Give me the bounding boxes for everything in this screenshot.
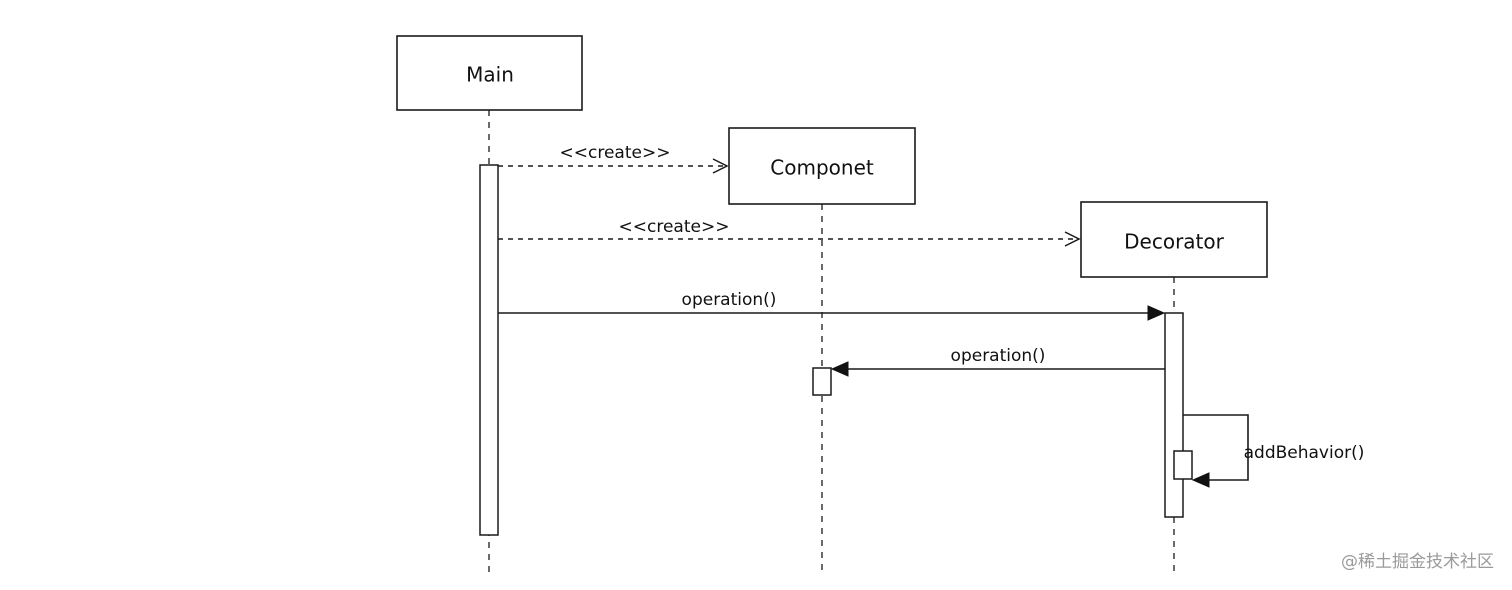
participant-component: Componet xyxy=(728,127,916,205)
participant-decorator-box xyxy=(1080,201,1268,278)
message-operation-to-decorator: operation() xyxy=(498,290,1166,321)
watermark: @稀土掘金技术社区 xyxy=(1341,552,1494,572)
create-decorator-label: <<create>> xyxy=(619,217,730,237)
operation-to-decorator-label: operation() xyxy=(682,290,777,310)
participant-component-box xyxy=(728,127,916,205)
add-behavior-line xyxy=(1183,414,1249,481)
filled-arrowhead-icon xyxy=(830,361,849,377)
main-activation-bar xyxy=(479,164,499,536)
message-operation-to-component: operation() xyxy=(830,346,1165,377)
participant-main: Main xyxy=(396,35,583,111)
create-component-label: <<create>> xyxy=(560,143,671,163)
decorator-activation-bar xyxy=(1164,312,1184,518)
filled-arrowhead-icon xyxy=(1147,305,1166,321)
message-create-decorator: <<create>> xyxy=(498,217,1081,247)
message-create-component: <<create>> xyxy=(498,143,729,174)
open-arrowhead-icon xyxy=(1064,231,1081,247)
add-behavior-label: addBehavior() xyxy=(1244,443,1365,463)
participant-decorator: Decorator xyxy=(1080,201,1268,278)
participant-main-label: Main xyxy=(466,63,514,87)
decorator-nested-activation-bar xyxy=(1173,450,1193,480)
operation-to-component-label: operation() xyxy=(951,346,1046,366)
component-activation-bar xyxy=(812,367,832,396)
participant-decorator-label: Decorator xyxy=(1124,230,1224,254)
message-add-behavior: addBehavior() xyxy=(1183,414,1365,488)
participant-main-box xyxy=(396,35,583,111)
open-arrowhead-icon xyxy=(712,158,729,174)
participant-component-label: Componet xyxy=(770,156,874,180)
filled-arrowhead-icon xyxy=(1191,472,1210,488)
